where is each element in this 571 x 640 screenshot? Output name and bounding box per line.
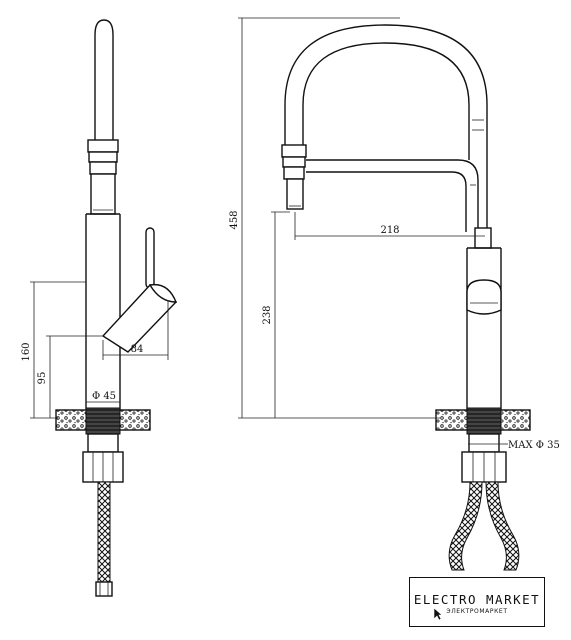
arrow-cursor-icon	[433, 607, 443, 621]
electro-market-logo: ELECTRO MARKET ЭЛЕКТРОМАРКЕТ	[409, 577, 545, 627]
logo-tagline: ЭЛЕКТРОМАРКЕТ	[446, 608, 508, 615]
dim-218-label: 218	[380, 225, 399, 236]
dim-238-label: 238	[262, 305, 273, 324]
front-view	[238, 17, 531, 571]
dim-max35-label: MAX Φ 35	[508, 440, 560, 451]
dim-458-label: 458	[229, 210, 240, 229]
logo-name: ELECTRO MARKET	[413, 592, 541, 607]
dim-160-label: 160	[21, 342, 32, 361]
dim-45-label: Φ 45	[92, 391, 116, 402]
dim-84-label: 84	[131, 344, 144, 355]
side-view	[30, 19, 178, 597]
dim-95-label: 95	[37, 372, 48, 385]
